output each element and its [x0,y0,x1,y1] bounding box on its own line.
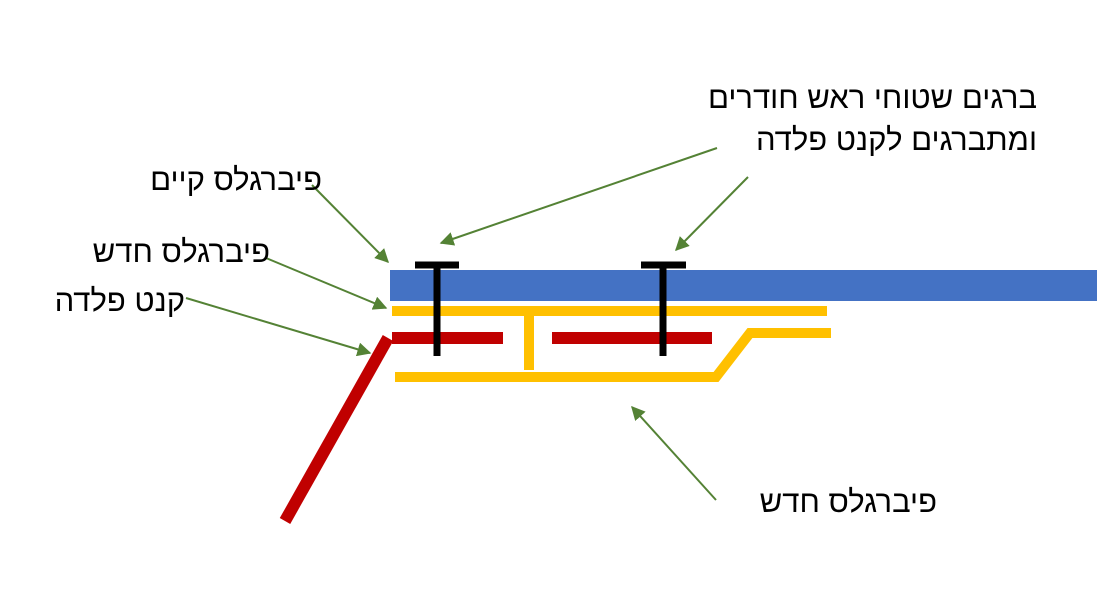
pointer-arrows [185,147,749,501]
arrow-steel-edge [185,297,372,357]
arrow-new-fiberglass-bottom [631,405,717,501]
existing-fiberglass-layer [390,270,1097,301]
label-screws-line1: ברגים שטוחי ראש חודרים [708,80,1037,115]
arrow-screw-1 [439,147,718,246]
label-new-fiberglass-bottom: פיברגלס חדש [760,484,937,519]
steel-edge [279,332,712,524]
screw-1 [415,261,459,356]
arrow-existing-fiberglass [311,184,389,263]
arrow-new-fiberglass-top [265,257,388,310]
arrow-screw-2 [675,176,749,251]
label-screws-line2: ומתברגים לקנט פלדה [756,122,1037,157]
label-new-fiberglass-top: פיברגלס חדש [93,234,270,269]
label-existing-fiberglass: פיברגלס קיים [150,162,322,197]
screw-2 [641,261,686,356]
new-fiberglass-layer [392,306,831,382]
label-steel-edge: קנט פלדה [55,283,185,318]
